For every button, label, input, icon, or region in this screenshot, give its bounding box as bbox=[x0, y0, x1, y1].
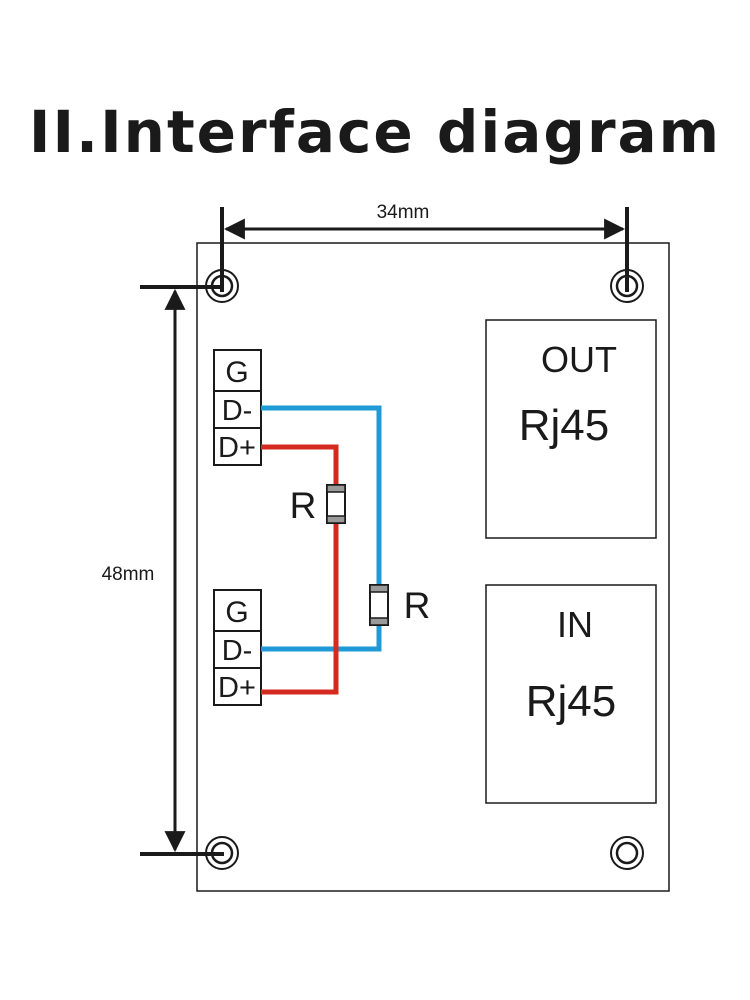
rj45-port-in: IN Rj45 bbox=[485, 584, 657, 804]
rj45-port-out: OUT Rj45 bbox=[485, 319, 657, 539]
resistor-label-blue: R bbox=[404, 585, 431, 626]
width-label: 34mm bbox=[377, 202, 430, 223]
width-dimension: 34mm bbox=[220, 202, 629, 292]
terminal-upper-d-minus: D- bbox=[222, 395, 253, 427]
terminal-lower-d-plus: D+ bbox=[218, 672, 256, 704]
port-in-type: Rj45 bbox=[526, 677, 617, 726]
port-in-name: IN bbox=[557, 604, 593, 645]
resistor-icon: R bbox=[290, 484, 346, 526]
diagram-title: II.Interface diagram bbox=[28, 98, 722, 166]
terminal-lower-d-minus: D- bbox=[222, 635, 253, 667]
resistor-label-red: R bbox=[290, 485, 317, 526]
resistor-icon: R bbox=[369, 584, 431, 626]
port-out-name: OUT bbox=[541, 339, 617, 380]
mounting-hole-bottom-right bbox=[610, 836, 644, 870]
terminal-block-upper: G D- D+ bbox=[213, 349, 262, 466]
wire-d-minus bbox=[261, 405, 382, 652]
wire-d-plus bbox=[261, 444, 339, 695]
terminal-block-lower: G D- D+ bbox=[213, 589, 262, 706]
port-out-type: Rj45 bbox=[519, 401, 610, 450]
terminal-upper-d-plus: D+ bbox=[218, 432, 256, 464]
board-outline bbox=[196, 242, 670, 892]
height-dimension: 48mm bbox=[102, 285, 224, 856]
height-label: 48mm bbox=[102, 564, 155, 585]
terminal-upper-g: G bbox=[225, 356, 248, 389]
terminal-lower-g: G bbox=[225, 596, 248, 629]
